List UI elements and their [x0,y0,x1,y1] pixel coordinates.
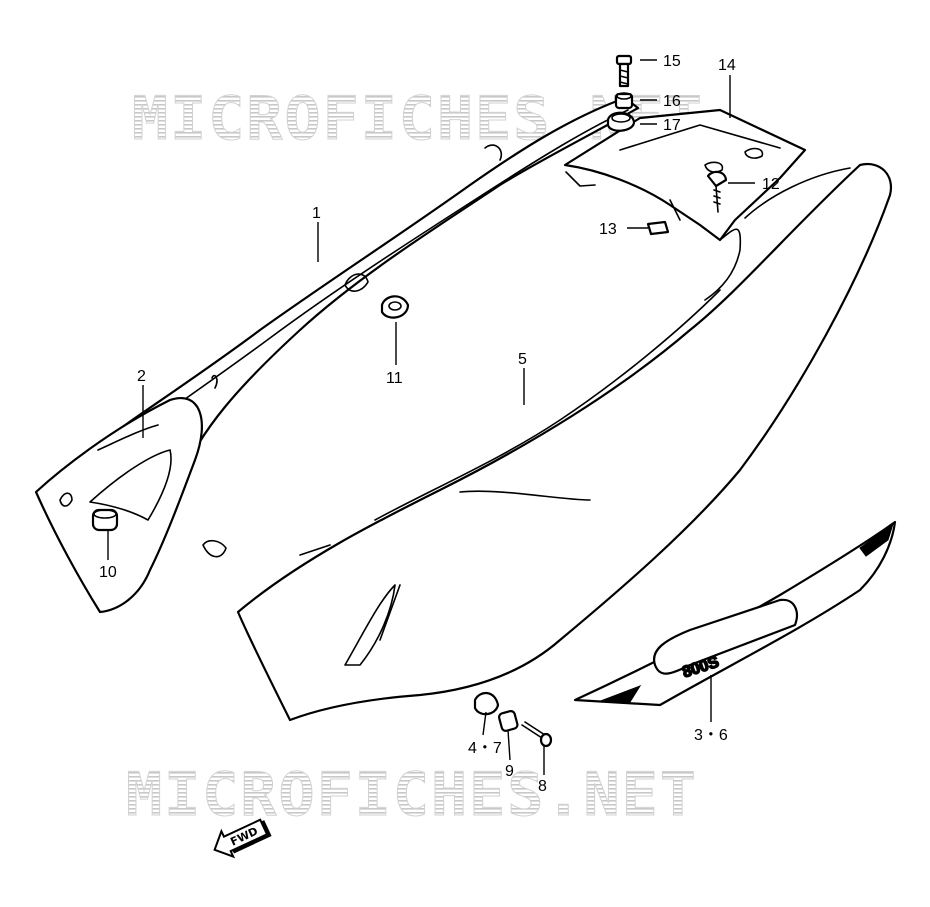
watermark-bottom: MICROFICHES.NET [126,760,698,830]
part-collar-16 [614,92,634,110]
part-side-cover-right [236,162,893,722]
part-bolt-8 [521,721,553,748]
callout-2: 2 [137,368,146,385]
callout-12: 12 [762,176,780,193]
leader-lines [107,59,755,775]
part-screw-12 [706,170,728,213]
part-bolt-15 [615,54,633,88]
callout-5: 5 [518,351,527,368]
callout-16: 16 [663,93,681,110]
callout-labels: 1 2 3・6 4・7 5 8 9 10 11 12 13 14 15 16 1… [99,53,780,795]
forward-arrow-icon: FWD [213,818,272,859]
part-rear-carrier [563,108,807,242]
part-cushion-17 [606,111,636,132]
callout-10: 10 [99,564,117,581]
part-grommet-4-7 [473,692,500,716]
part-nut-13 [646,220,670,236]
part-grommet-11 [380,295,410,319]
callout-1: 1 [312,205,321,222]
callout-11: 11 [386,370,403,387]
callout-9: 9 [505,763,514,780]
part-decal-strip: 800S [573,520,897,707]
callout-13: 13 [599,221,617,238]
callout-15: 15 [663,53,681,70]
callout-4-7: 4・7 [468,740,502,757]
part-collar-9 [498,710,519,732]
callout-3-6: 3・6 [694,727,728,744]
callout-14: 14 [718,57,736,74]
callout-8: 8 [538,778,547,795]
part-grommet-10 [91,508,119,532]
part-side-panel-left [34,397,203,614]
callout-17: 17 [663,117,681,134]
